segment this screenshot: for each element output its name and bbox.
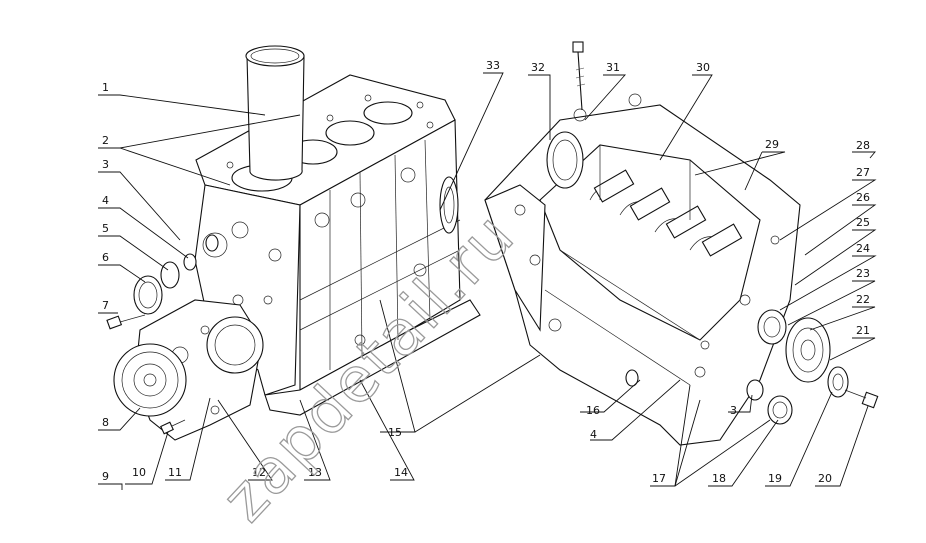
callout-6: 6: [102, 251, 109, 264]
callout-4-right: 4: [590, 428, 597, 441]
callout-23: 23: [856, 267, 870, 280]
callout-12: 12: [252, 466, 266, 479]
callout-3: 3: [102, 158, 109, 171]
seal-washer: [757, 309, 787, 345]
callout-labels: 1 2 3 4 5 6 7 8 9 10 11 12 13 14 15 16 4…: [102, 59, 870, 485]
callout-16: 16: [586, 404, 600, 417]
callout-9: 9: [102, 470, 109, 483]
callout-19: 19: [768, 472, 782, 485]
callout-25: 25: [856, 216, 870, 229]
crank-pulley: [113, 343, 187, 417]
crank-bolt: [844, 389, 879, 409]
callout-5: 5: [102, 222, 109, 235]
callout-14: 14: [394, 466, 408, 479]
callout-7: 7: [102, 299, 109, 312]
leader-lines: [98, 72, 877, 490]
callout-18: 18: [712, 472, 726, 485]
callout-15: 15: [388, 426, 402, 439]
callout-20: 20: [818, 472, 832, 485]
callout-17: 17: [652, 472, 666, 485]
callout-3-right: 3: [730, 404, 737, 417]
callout-21: 21: [856, 324, 870, 337]
callout-29: 29: [765, 138, 779, 151]
callout-24: 24: [856, 242, 870, 255]
callout-4: 4: [102, 194, 109, 207]
bolt: [106, 314, 146, 330]
callout-22: 22: [856, 293, 870, 306]
bushing: [767, 395, 793, 425]
bolt-washer: [160, 419, 186, 435]
callout-26: 26: [856, 191, 870, 204]
callout-8: 8: [102, 416, 109, 429]
callout-10: 10: [132, 466, 146, 479]
hub-collar: [827, 366, 849, 398]
rear-crank-seal: [546, 131, 584, 189]
plug-right-small: [625, 369, 639, 387]
callout-31: 31: [606, 61, 620, 74]
callout-13: 13: [308, 466, 322, 479]
callout-1: 1: [102, 81, 109, 94]
callout-32: 32: [531, 61, 545, 74]
plug: [183, 253, 197, 271]
callout-30: 30: [696, 61, 710, 74]
seal-ring: [160, 261, 180, 289]
callout-28: 28: [856, 139, 870, 152]
right-cylinder-block: [484, 93, 801, 446]
callout-11: 11: [168, 466, 182, 479]
callout-33: 33: [486, 59, 500, 72]
rear-gear: [439, 176, 459, 234]
cylinder-liner: [245, 45, 305, 181]
callout-27: 27: [856, 166, 870, 179]
timing-gear: [785, 317, 831, 383]
oil-seal: [133, 275, 163, 315]
plug-small: [205, 234, 219, 252]
plug-right: [746, 379, 764, 401]
callout-2: 2: [102, 134, 109, 147]
main-bearing-bolt: [572, 41, 586, 111]
